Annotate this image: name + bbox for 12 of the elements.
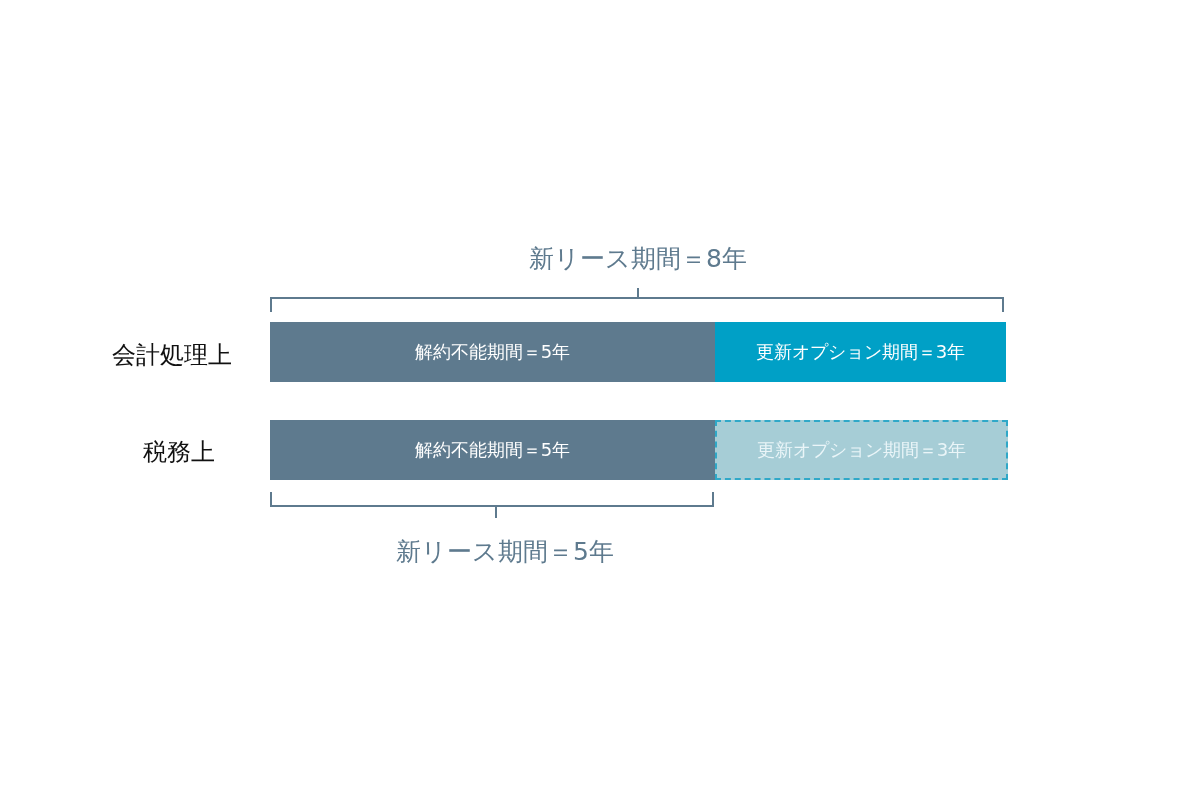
bar-label: 更新オプション期間＝3年	[756, 438, 967, 462]
period-bar	[270, 322, 715, 382]
dimension-label: 新リース期間＝5年	[396, 535, 614, 568]
bar-label: 更新オプション期間＝3年	[755, 340, 966, 364]
bar-label: 解約不能期間＝5年	[414, 340, 571, 364]
period-bar	[270, 420, 715, 480]
optional-period-bar	[715, 420, 1008, 480]
bar-label: 解約不能期間＝5年	[414, 438, 571, 462]
row-label: 会計処理上	[112, 340, 232, 371]
row-label: 税務上	[143, 437, 215, 468]
period-bar	[715, 322, 1006, 382]
dimension-label: 新リース期間＝8年	[529, 242, 747, 275]
